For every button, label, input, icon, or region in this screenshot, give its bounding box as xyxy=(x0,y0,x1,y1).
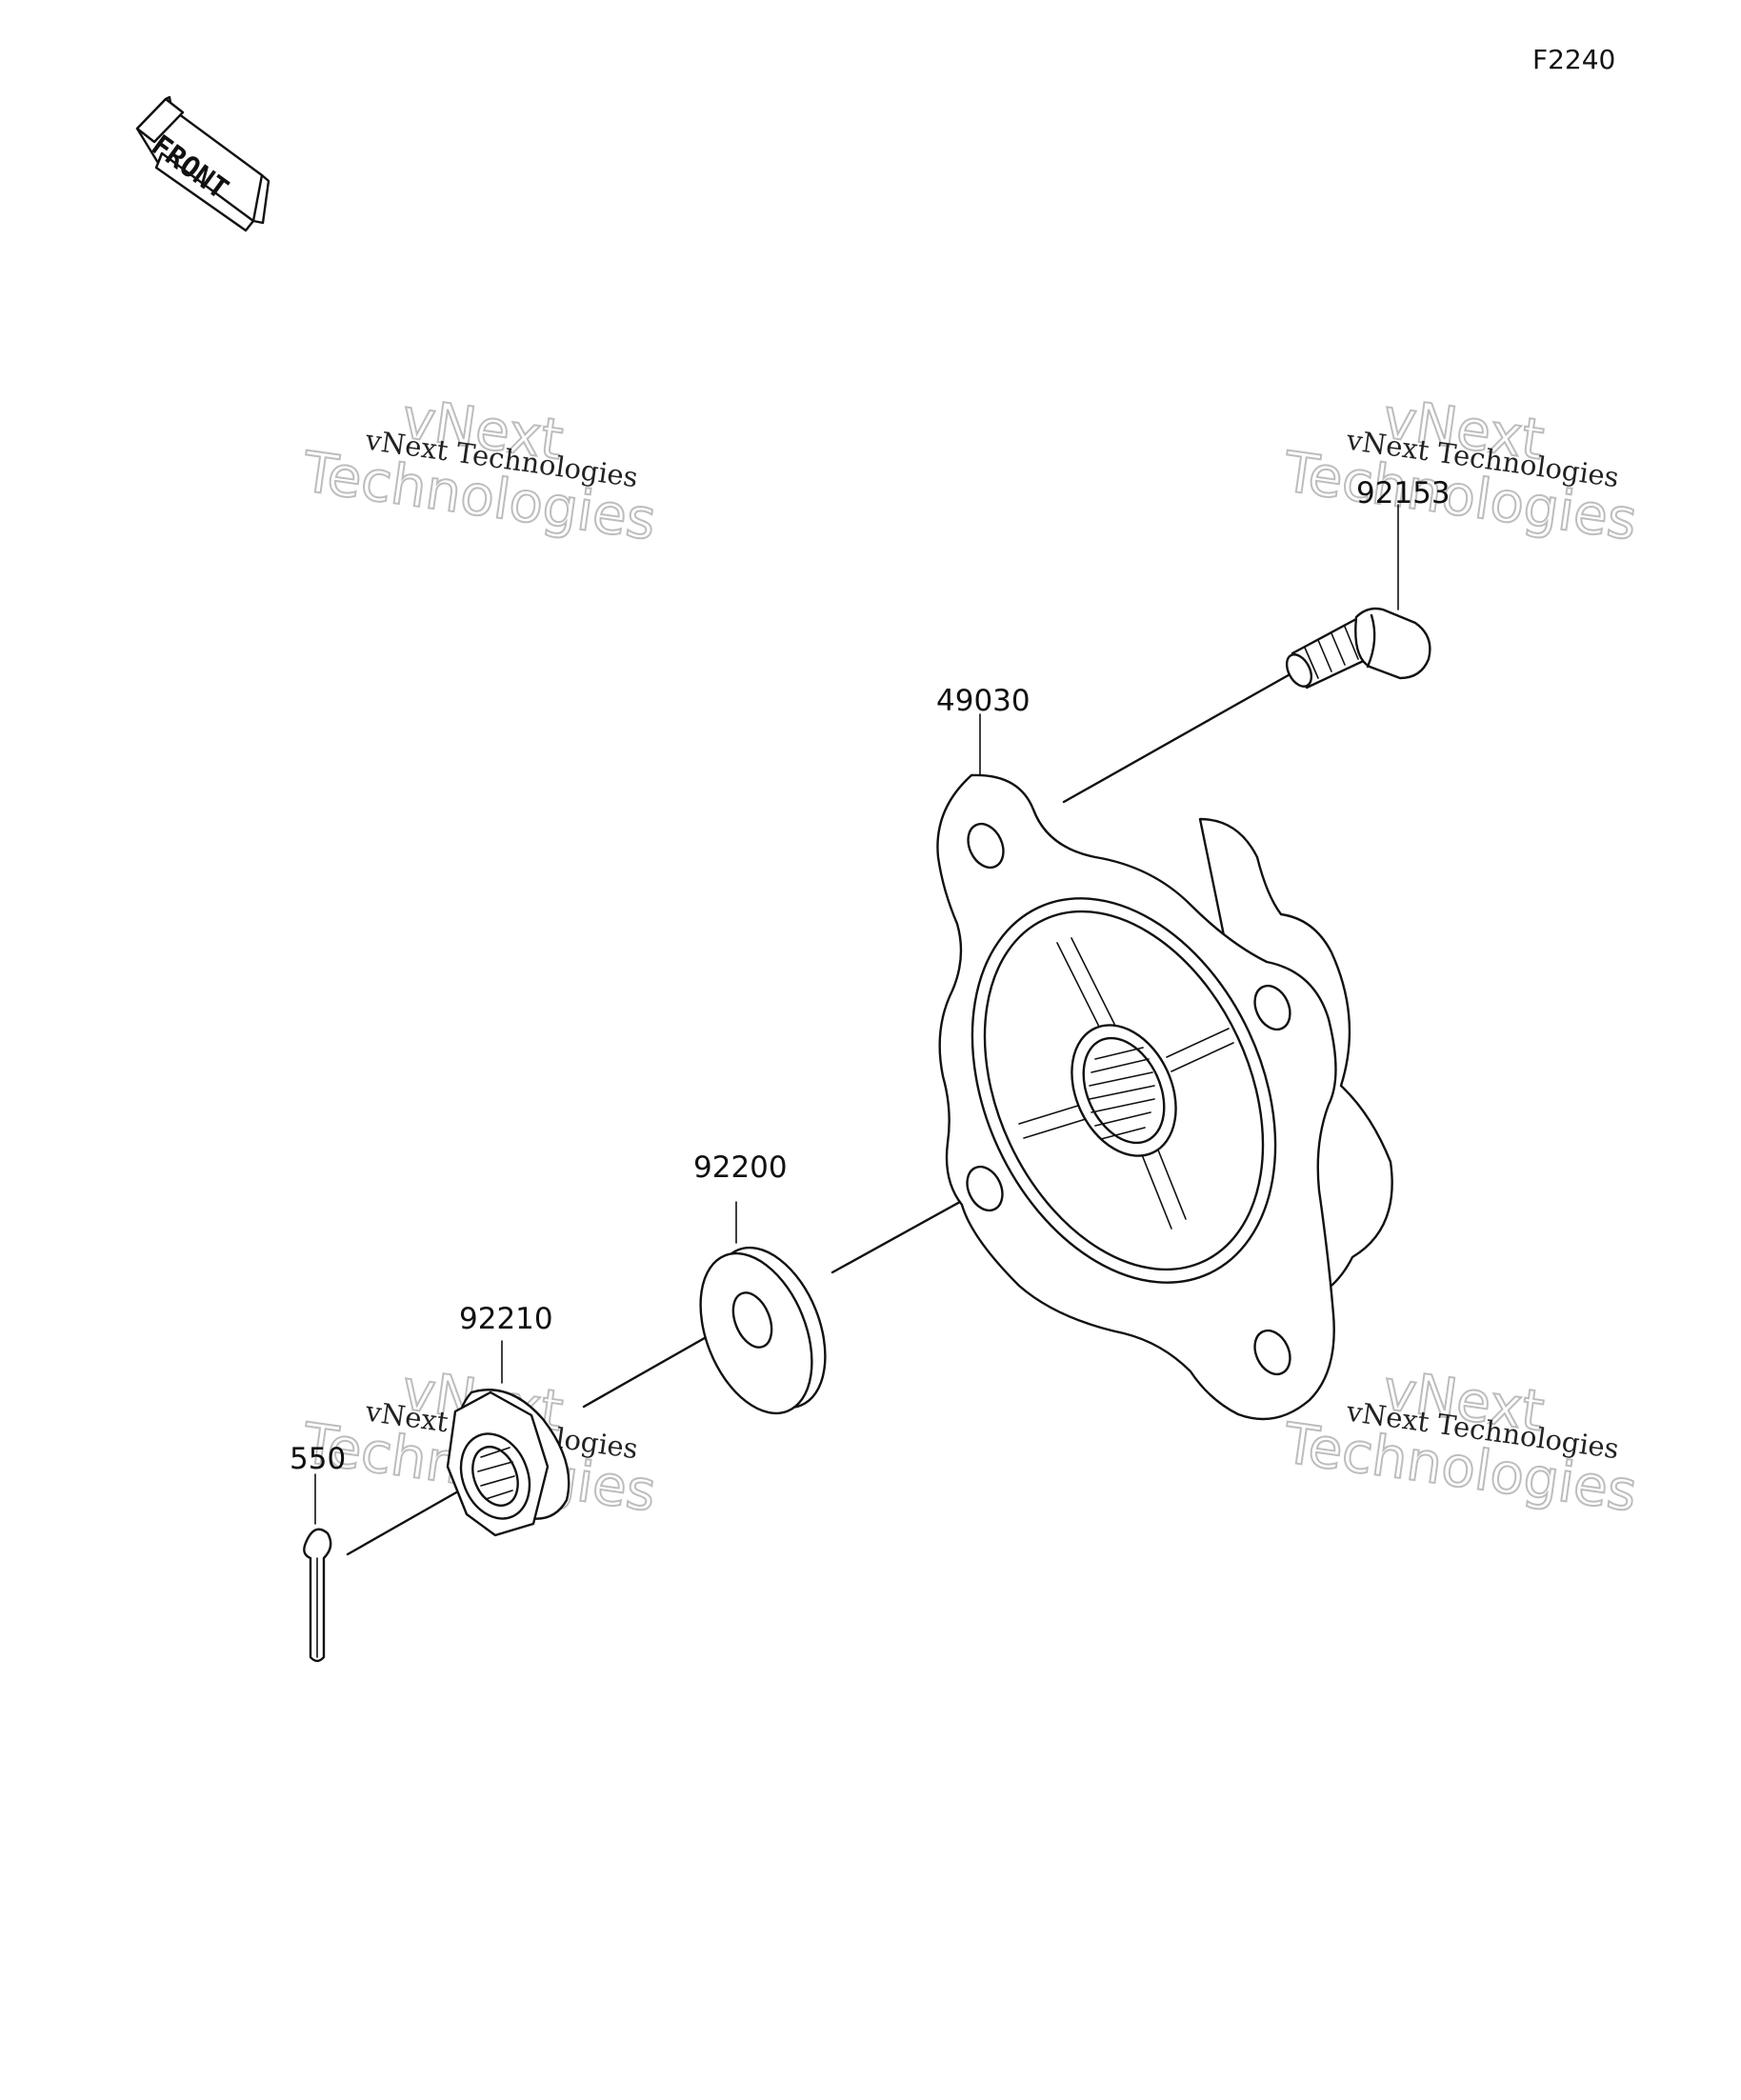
sprocket-hub-49030: 49030 xyxy=(936,684,1393,1421)
part-label-92210: 92210 xyxy=(459,1302,553,1336)
watermark-top-right: vNext Technologies vNext Technologies xyxy=(1278,385,1641,553)
hub-bolt-92153: 92153 xyxy=(1285,476,1451,690)
part-label-550: 550 xyxy=(290,1442,346,1476)
watermark-bottom-right: vNext Technologies vNext Technologies xyxy=(1278,1356,1641,1525)
cotter-pin-550: 550 xyxy=(290,1442,346,1663)
nut-92210: 92210 xyxy=(446,1302,570,1537)
part-label-92153: 92153 xyxy=(1356,476,1451,510)
watermark-top-left: vNext Technologies vNext Technologies xyxy=(297,385,660,553)
front-arrow-icon: FRONT xyxy=(135,95,270,232)
part-label-92200: 92200 xyxy=(693,1150,788,1185)
part-label-49030: 49030 xyxy=(936,684,1031,718)
figure-code: F2240 xyxy=(1532,44,1615,75)
washer-92200: 92200 xyxy=(693,1150,827,1415)
